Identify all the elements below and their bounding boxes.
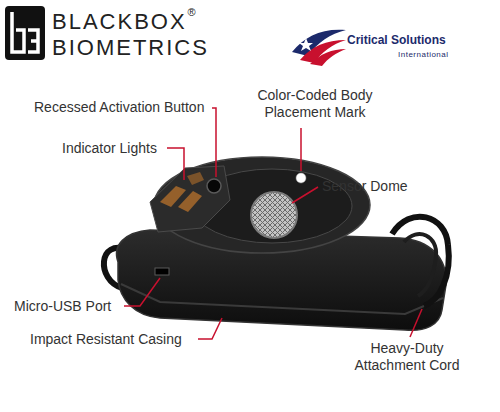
flag-logo — [292, 30, 346, 66]
leader-line — [212, 108, 216, 177]
part-label: Sensor Dome — [322, 178, 408, 195]
part-label: Recessed Activation Button — [34, 99, 204, 116]
brand-name: BIOMETRICS — [52, 35, 209, 61]
leader-line — [198, 318, 222, 339]
leader-line — [124, 278, 160, 306]
leader-line — [292, 187, 318, 203]
brand-name: BLACKBOX — [52, 9, 187, 35]
part-label: Indicator Lights — [62, 140, 157, 157]
part-label: Color-Coded Body Placement Mark — [240, 87, 390, 121]
leader-line — [410, 309, 422, 337]
logo-mark — [5, 6, 45, 60]
company-subtitle: International — [398, 50, 449, 60]
part-label: Impact Resistant Casing — [30, 331, 182, 348]
company-name: Critical Solutions — [347, 33, 446, 47]
leader-line — [300, 128, 302, 171]
dosimeter-device — [104, 157, 449, 330]
registered-mark: ® — [188, 6, 196, 19]
leader-line — [167, 148, 184, 180]
part-label: Micro-USB Port — [14, 298, 111, 315]
leader-lines — [124, 108, 422, 339]
part-label: Heavy-Duty Attachment Cord — [345, 340, 469, 374]
